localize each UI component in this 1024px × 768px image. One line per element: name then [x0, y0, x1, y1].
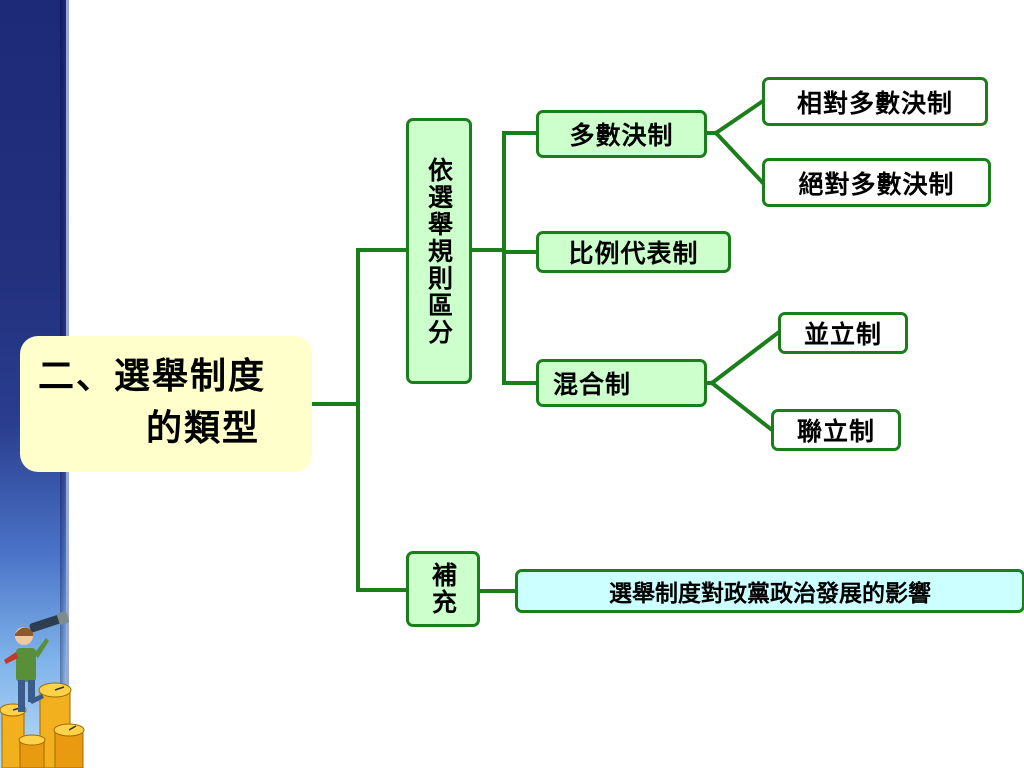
category-by-rules-label: 依選舉規則區分: [424, 156, 454, 346]
root-node: 二、選舉制度 的類型: [20, 336, 312, 472]
subtype-absolute-majority-label: 絕對多數決制: [798, 169, 955, 199]
subtype-absolute-majority: 絕對多數決制: [762, 158, 991, 207]
subtype-relative-majority: 相對多數決制: [762, 77, 988, 126]
system-proportional: 比例代表制: [536, 231, 731, 273]
system-proportional-label: 比例代表制: [568, 239, 699, 268]
subtype-relative-majority-label: 相對多數決制: [796, 88, 953, 118]
category-supplement: 補充: [406, 551, 480, 627]
system-mixed: 混合制: [536, 359, 707, 407]
system-majority: 多數決制: [536, 110, 707, 158]
category-by-rules: 依選舉規則區分: [406, 118, 472, 384]
system-majority-label: 多數決制: [569, 121, 674, 150]
subtype-parallel-label: 並立制: [803, 320, 882, 349]
connector-to-absolute: [713, 130, 766, 186]
root-title-line2: 的類型: [146, 407, 261, 450]
subtype-coalition: 聯立制: [771, 409, 901, 451]
connector-to-parallel: [709, 329, 782, 386]
root-title-line1: 二、選舉制度: [38, 355, 267, 397]
category-supplement-label: 補充: [428, 562, 458, 616]
subtype-parallel: 並立制: [778, 312, 908, 354]
connector-to-coalition: [709, 380, 775, 433]
supplement-item-label: 選舉制度對政黨政治發展的影響: [609, 580, 931, 607]
businessman-with-spyglass-on-clocks-icon: [0, 611, 85, 768]
connector-to-relative: [713, 98, 766, 136]
subtype-coalition-label: 聯立制: [796, 417, 875, 446]
system-mixed-label: 混合制: [553, 370, 632, 399]
supplement-item: 選舉制度對政黨政治發展的影響: [515, 569, 1024, 613]
